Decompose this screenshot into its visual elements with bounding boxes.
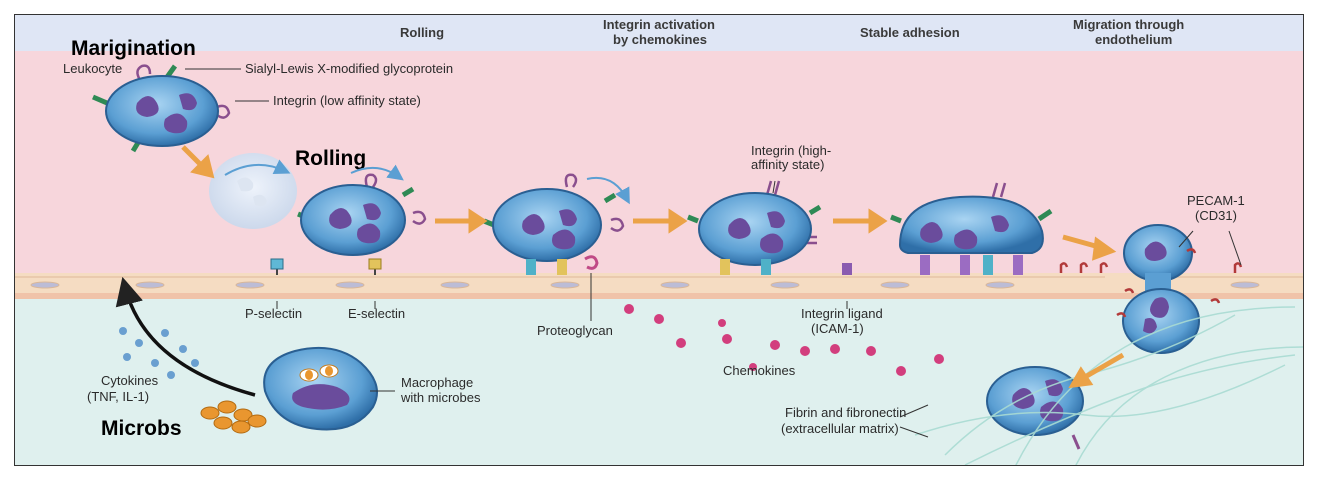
label-integrin-low: Integrin (low affinity state) <box>273 93 421 108</box>
cytokines <box>119 327 199 379</box>
label-cytokines: Cytokines <box>101 373 159 388</box>
icam-1-receptor <box>842 263 852 275</box>
p-selectin-receptor <box>270 258 284 275</box>
adhesion-molecules-stage3 <box>526 255 599 275</box>
title-margination: Marigination <box>71 37 196 60</box>
label-e-selectin: E-selectin <box>348 306 405 321</box>
leukocyte-activation <box>483 173 625 262</box>
label-proteoglycan: Proteoglycan <box>537 323 613 338</box>
title-microbs: Microbs <box>101 417 182 440</box>
label-leukocyte: Leukocyte <box>63 61 122 76</box>
label-fibrin: Fibrin and fibronectin <box>785 405 906 420</box>
stage-integrin-activation: Integrin activation <box>603 17 715 32</box>
pecam-molecules <box>1059 248 1243 318</box>
label-fibrin-2: (extracellular matrix) <box>781 421 899 436</box>
microbes <box>200 400 267 434</box>
leukocyte-rolling <box>297 173 427 256</box>
endothelium-base <box>15 293 1303 299</box>
chemokines <box>624 304 944 376</box>
label-integrin-high-2: affinity state) <box>751 157 824 172</box>
leukocyte-extravasation-diagram: Rolling Integrin activation by chemokine… <box>15 15 1303 465</box>
leukocyte-adhered <box>890 182 1053 254</box>
leukocyte-marginating <box>92 64 231 153</box>
macrophage <box>263 346 378 431</box>
label-integrin-ligand: Integrin ligand <box>801 306 883 321</box>
tissue-region <box>15 299 1303 465</box>
stage-integrin-activation-2: by chemokines <box>613 32 707 47</box>
leader-lines <box>185 68 1242 438</box>
adhesion-molecules-stage4 <box>720 259 771 275</box>
title-rolling: Rolling <box>295 147 366 170</box>
progression-arrows <box>181 145 1125 389</box>
stage-migration: Migration through <box>1073 17 1184 32</box>
label-icam-1: (ICAM-1) <box>811 321 864 336</box>
label-pecam-2: (CD31) <box>1195 208 1237 223</box>
stage-migration-2: endothelium <box>1095 32 1172 47</box>
leukocyte-high-affinity <box>687 180 822 266</box>
label-cytokines-2: (TNF, IL-1) <box>87 389 149 404</box>
diagram-frame: Rolling Integrin activation by chemokine… <box>14 14 1304 466</box>
cytokine-signal-arrow <box>115 276 256 397</box>
label-macrophage-2: with microbes <box>400 390 481 405</box>
header-band <box>15 15 1303 51</box>
label-p-selectin: P-selectin <box>245 306 302 321</box>
leukocyte-transmigrating <box>1122 224 1200 354</box>
label-pecam-1: PECAM-1 <box>1187 193 1245 208</box>
e-selectin-receptor <box>368 258 382 275</box>
stage-stable-adhesion: Stable adhesion <box>860 25 960 40</box>
label-macrophage: Macrophage <box>401 375 473 390</box>
label-integrin-high: Integrin (high- <box>751 143 831 158</box>
endothelial-cells <box>30 281 1260 289</box>
label-chemokines: Chemokines <box>723 363 796 378</box>
adhesion-molecules-stage5 <box>920 255 1023 275</box>
stage-rolling: Rolling <box>400 25 444 40</box>
rolling-motion-arrows <box>224 159 630 205</box>
leukocyte-in-tissue <box>986 366 1084 450</box>
label-sialyl-lewis: Sialyl-Lewis X-modified glycoprotein <box>245 61 453 76</box>
